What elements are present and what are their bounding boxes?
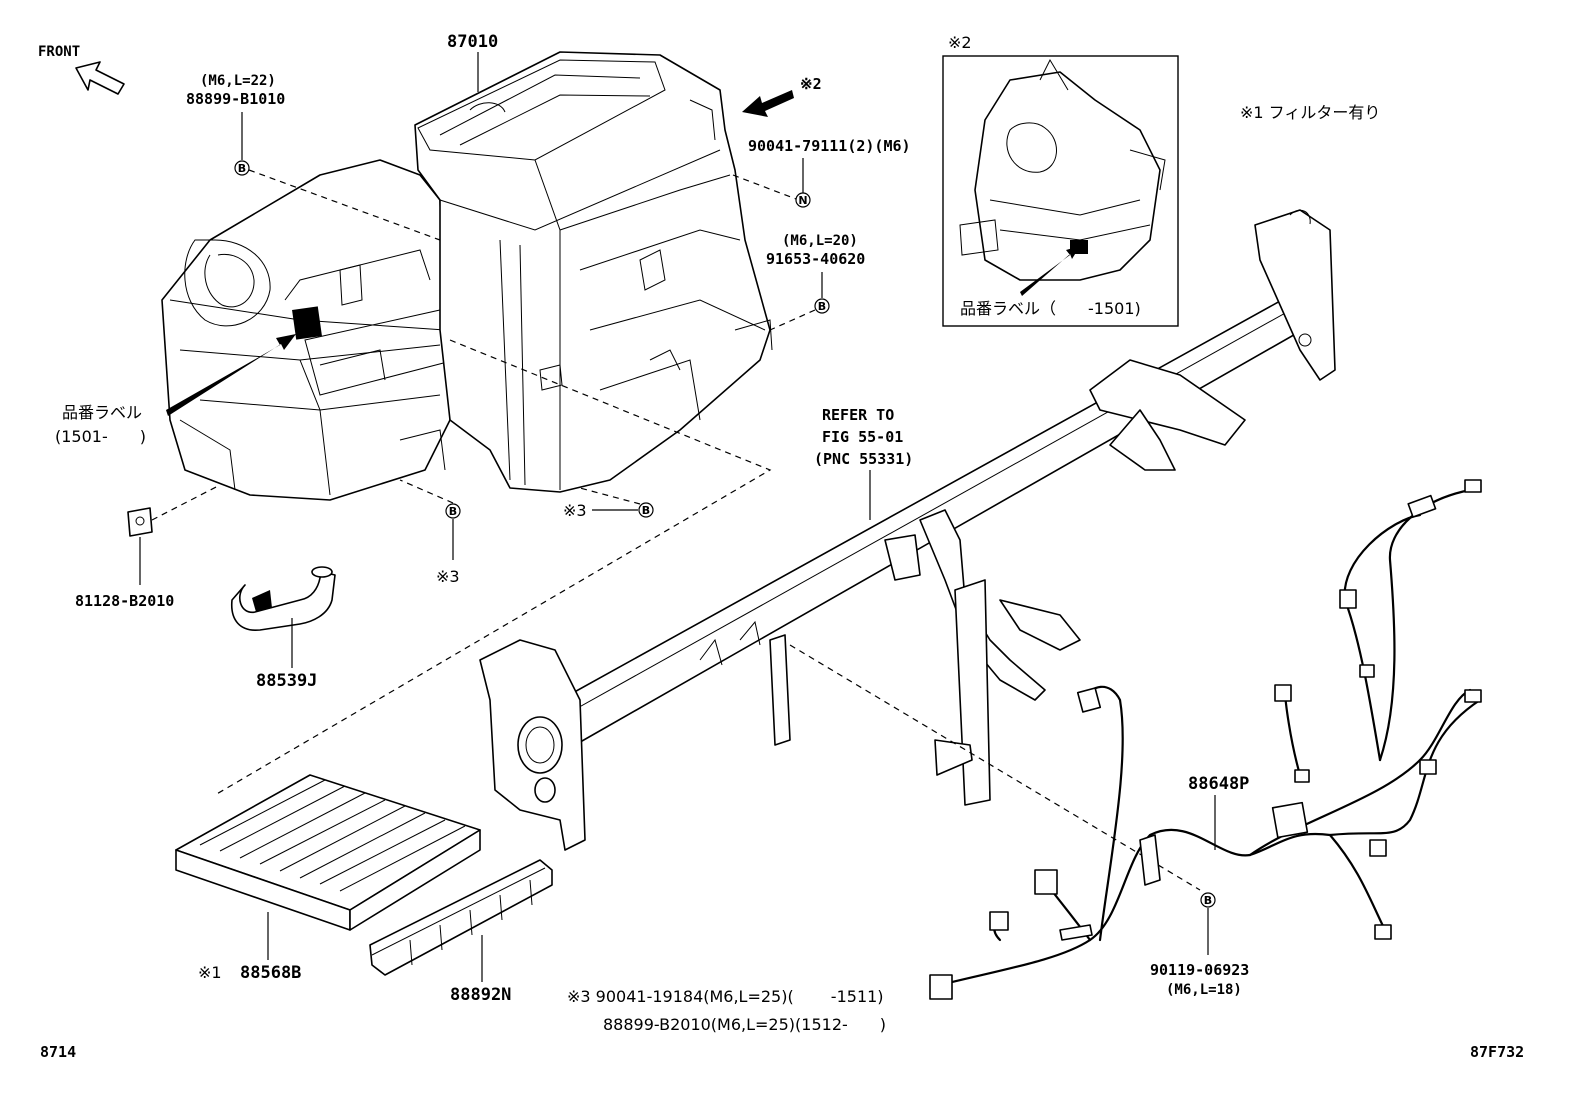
callout-ref3-a: ※3 <box>436 567 460 586</box>
front-arrow-icon <box>75 61 125 95</box>
callout-88648p: 88648P <box>1188 774 1249 794</box>
svg-text:B: B <box>449 505 457 518</box>
refer-line1: REFER TO <box>822 406 894 424</box>
inset-label: 品番ラベル（ -1501) <box>960 299 1141 318</box>
callout-88568b-prefix: ※1 <box>198 963 222 982</box>
filter-88568b-illustration <box>175 774 481 931</box>
refer-line3: (PNC 55331) <box>814 450 913 468</box>
svg-text:B: B <box>642 504 650 517</box>
callout-90041-79111: 90041-79111(2)(M6) <box>748 137 911 155</box>
evaporator-unit-illustration <box>414 51 773 493</box>
callout-ref3-b: ※3 <box>563 501 587 520</box>
svg-text:N: N <box>798 194 807 207</box>
callout-88539j: 88539J <box>256 671 317 691</box>
diagram-code: 87F732 <box>1470 1043 1524 1061</box>
callout-90119-06923: 90119-06923 <box>1150 961 1249 979</box>
blower-unit-illustration <box>161 159 456 501</box>
cover-88892n-illustration <box>369 859 553 976</box>
callout-label-jp-line2: (1501- ) <box>55 427 146 446</box>
ref2-arrow-icon <box>742 90 794 117</box>
label-arrow-icon <box>166 334 296 416</box>
marker-b <box>445 503 461 519</box>
marker-b <box>1200 892 1216 908</box>
inset-title: ※2 <box>948 33 972 52</box>
hose-88539j-illustration <box>231 566 336 631</box>
callout-spec-90119: (M6,L=18) <box>1166 982 1242 998</box>
callout-88568b: 88568B <box>240 963 301 983</box>
dash-beam-illustration <box>479 209 1336 851</box>
callout-spec-88899-b1010: (M6,L=22) <box>200 73 276 89</box>
callout-label-jp-line1: 品番ラベル <box>62 403 142 422</box>
front-label: FRONT <box>38 44 80 60</box>
refer-line2: FIG 55-01 <box>822 428 903 446</box>
svg-text:B: B <box>1204 894 1212 907</box>
callout-ref2: ※2 <box>800 75 822 93</box>
note-filter: ※1 フィルター有り <box>1240 103 1380 122</box>
callout-spec-91653: (M6,L=20) <box>782 233 858 249</box>
svg-text:B: B <box>818 300 826 313</box>
marker-n <box>795 192 811 208</box>
callout-88892n: 88892N <box>450 985 511 1005</box>
note-ref3-line1: ※3 90041-19184(M6,L=25)( -1511) <box>567 987 884 1006</box>
svg-text:B: B <box>238 162 246 175</box>
callout-88899-b1010: 88899-B1010 <box>186 90 285 108</box>
callout-81128-b2010: 81128-B2010 <box>75 592 174 610</box>
inset-panel: ※2 品番ラベル（ -1501) <box>942 33 1179 327</box>
callout-87010: 87010 <box>447 32 498 52</box>
marker-b <box>814 298 830 314</box>
note-ref3-line2: 88899-B2010(M6,L=25)(1512- ) <box>603 1015 886 1034</box>
wire-harness-illustration <box>929 479 1482 1000</box>
callout-91653-40620: 91653-40620 <box>766 250 865 268</box>
page-code: 8714 <box>40 1043 76 1061</box>
marker-b <box>638 502 654 518</box>
front-indicator: FRONT <box>38 44 125 95</box>
bracket-81128-illustration <box>127 507 153 537</box>
marker-b <box>234 160 250 176</box>
